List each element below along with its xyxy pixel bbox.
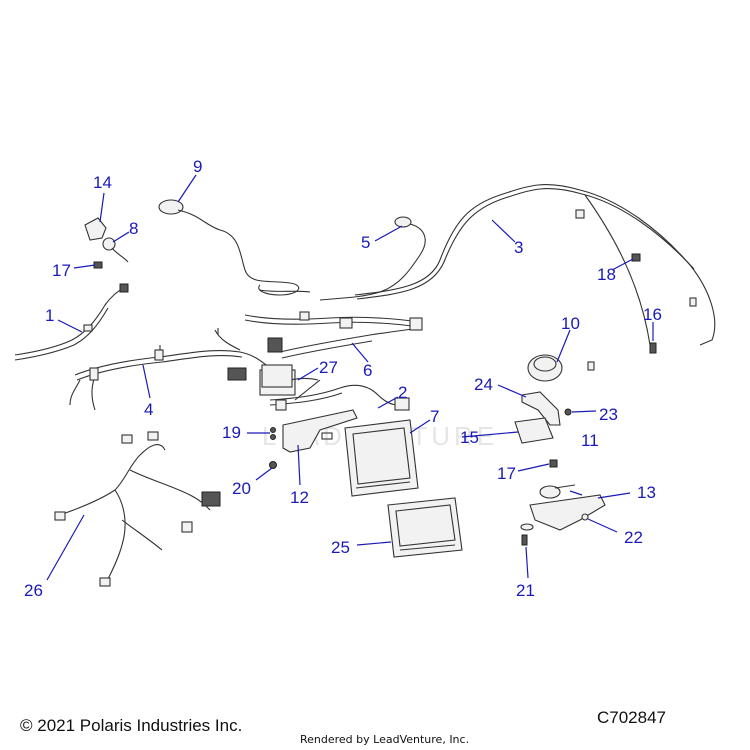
- part-25-display[interactable]: [387, 497, 463, 558]
- callout-22[interactable]: 22: [624, 528, 643, 547]
- part-27-relay[interactable]: [261, 364, 321, 401]
- rendered-by-text: Rendered by LeadVenture, Inc.: [300, 733, 470, 746]
- part-20-nut[interactable]: [269, 461, 277, 469]
- callouts: 1 2 3 4 5 6 7 8 9 10 11 12 13 14 15 16 1…: [24, 157, 662, 600]
- callout-17-right[interactable]: 17: [497, 464, 516, 483]
- part-13-bracket[interactable]: [529, 494, 606, 531]
- callout-11[interactable]: 11: [581, 431, 599, 450]
- part-22-nut[interactable]: [581, 513, 589, 521]
- callout-21[interactable]: 21: [516, 581, 535, 600]
- part-3-harness[interactable]: [354, 184, 716, 346]
- callout-27[interactable]: 27: [319, 358, 338, 377]
- part-11-sensor[interactable]: [539, 484, 576, 499]
- callout-10[interactable]: 10: [561, 314, 580, 333]
- part-6-harness[interactable]: [244, 311, 423, 359]
- callout-24[interactable]: 24: [474, 375, 493, 394]
- callout-20[interactable]: 20: [232, 479, 251, 498]
- callout-26[interactable]: 26: [24, 581, 43, 600]
- leader-lines: [46, 174, 654, 581]
- part-5-lead[interactable]: [319, 216, 426, 301]
- callout-18[interactable]: 18: [597, 265, 616, 284]
- part-17a-screw[interactable]: [93, 261, 103, 269]
- callout-5[interactable]: 5: [361, 233, 370, 252]
- part-19-screw[interactable]: [270, 427, 276, 440]
- part-24-bracket[interactable]: [521, 391, 561, 426]
- part-26-harness[interactable]: [54, 431, 221, 587]
- callout-15[interactable]: 15: [460, 428, 479, 447]
- callout-1[interactable]: 1: [45, 306, 54, 325]
- part-1-harness[interactable]: [14, 283, 129, 361]
- callout-3[interactable]: 3: [514, 238, 523, 257]
- part-8-grommet[interactable]: [102, 237, 129, 263]
- diagram-code: C702847: [597, 708, 667, 727]
- part-17b-screw[interactable]: [549, 459, 558, 468]
- part-10-cap[interactable]: [527, 354, 595, 382]
- part-9-antenna[interactable]: [158, 199, 311, 296]
- copyright-text: © 2021 Polaris Industries Inc.: [20, 716, 243, 735]
- callout-17-left[interactable]: 17: [52, 261, 71, 280]
- part-15-module[interactable]: [514, 417, 554, 444]
- callout-19[interactable]: 19: [222, 423, 241, 442]
- callout-14[interactable]: 14: [93, 173, 112, 192]
- callout-23[interactable]: 23: [599, 405, 618, 424]
- callout-7[interactable]: 7: [430, 407, 439, 426]
- callout-9[interactable]: 9: [193, 157, 202, 176]
- part-18-screw[interactable]: [631, 253, 641, 262]
- callout-16[interactable]: 16: [643, 305, 662, 324]
- callout-4[interactable]: 4: [144, 400, 153, 419]
- callout-25[interactable]: 25: [331, 538, 350, 557]
- part-14-connector[interactable]: [84, 217, 107, 241]
- part-21-screw[interactable]: [520, 523, 534, 546]
- part-23-screw[interactable]: [564, 408, 572, 416]
- part-7-display[interactable]: [344, 419, 419, 497]
- callout-13[interactable]: 13: [637, 483, 656, 502]
- callout-12[interactable]: 12: [290, 488, 309, 507]
- part-4-harness[interactable]: [69, 328, 296, 411]
- callout-8[interactable]: 8: [129, 219, 138, 238]
- callout-2[interactable]: 2: [398, 383, 407, 402]
- part-12-bracket[interactable]: [282, 409, 358, 453]
- callout-6[interactable]: 6: [363, 361, 372, 380]
- part-16-screw[interactable]: [649, 342, 657, 354]
